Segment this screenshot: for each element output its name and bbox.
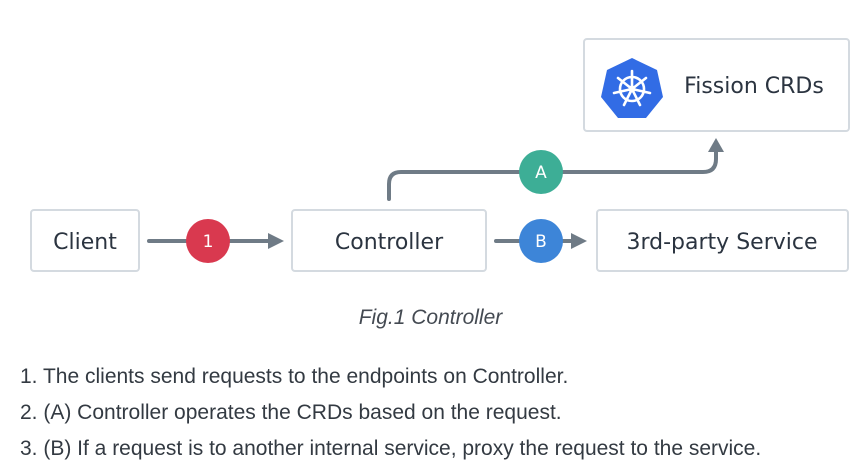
fission-crds-label: Fission CRDs xyxy=(684,74,824,99)
arrowhead-service xyxy=(571,233,587,249)
path-a-badge: A xyxy=(519,150,563,194)
architecture-diagram: Client Controller 3rd-party Service Fiss… xyxy=(30,38,850,272)
path-b-badge: B xyxy=(519,219,563,263)
figure-caption: Fig.1 Controller xyxy=(358,306,503,329)
controller-box xyxy=(291,209,487,272)
step-item: 2. (A) Controller operates the CRDs base… xyxy=(20,401,562,424)
step-1-badge: 1 xyxy=(186,219,230,263)
client-label: Client xyxy=(53,230,117,255)
path-b-badge-label: B xyxy=(535,232,547,252)
arrowhead-crds xyxy=(708,138,724,152)
third-party-service-label: 3rd-party Service xyxy=(627,230,818,255)
controller-label: Controller xyxy=(335,230,444,255)
step-list: 1. The clients send requests to the endp… xyxy=(20,362,761,470)
step-item: 1. The clients send requests to the endp… xyxy=(20,365,569,388)
third-party-service-box xyxy=(596,209,849,272)
step-1-badge-label: 1 xyxy=(203,232,214,252)
client-box xyxy=(30,209,140,272)
step-item: 3. (B) If a request is to another intern… xyxy=(20,437,762,460)
path-a-badge-label: A xyxy=(535,163,547,183)
arrowhead-controller xyxy=(268,233,284,249)
kubernetes-icon xyxy=(601,58,663,118)
